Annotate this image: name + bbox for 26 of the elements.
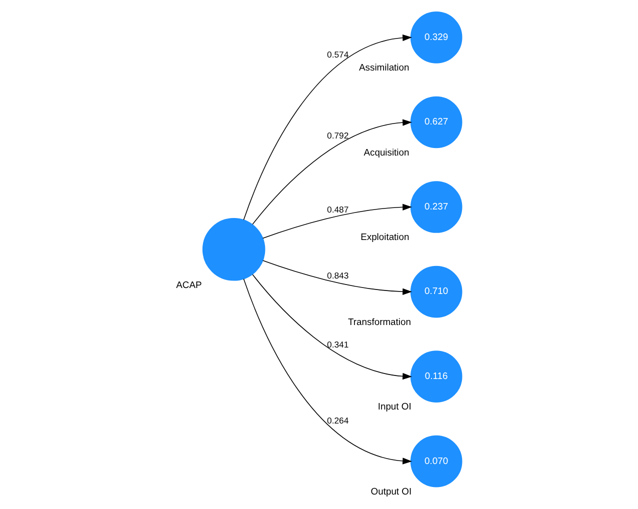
node-label: Output OI (370, 485, 412, 496)
arrow (262, 204, 412, 239)
edge-label: 0.574 (327, 50, 349, 60)
arrow (252, 274, 412, 380)
node-label: ACAP (176, 278, 202, 290)
edge-label: 0.341 (327, 339, 349, 350)
node-circle: 0.237 (410, 181, 462, 233)
node-circle: 0.070 (410, 435, 462, 488)
arrow (252, 119, 412, 225)
node-label: Input OI (378, 400, 412, 412)
node-label: Exploitation (360, 231, 410, 242)
node-circle: 0.116 (410, 350, 462, 402)
edge-label: 0.264 (327, 416, 349, 426)
node-circle: 0.710 (410, 266, 462, 318)
edge-label: 0.487 (327, 204, 349, 214)
node-circle (202, 218, 266, 281)
arrow (262, 260, 412, 295)
edge-label: 0.792 (327, 130, 349, 141)
node-label: Transformation (348, 316, 411, 327)
node-label: Acquisition (364, 146, 410, 158)
arrow (243, 278, 412, 464)
node-label: Assimilation (359, 62, 410, 73)
node-circle: 0.329 (410, 12, 462, 64)
edge-label: 0.843 (327, 270, 349, 280)
node-circle: 0.627 (410, 96, 462, 148)
arrow (243, 34, 412, 220)
